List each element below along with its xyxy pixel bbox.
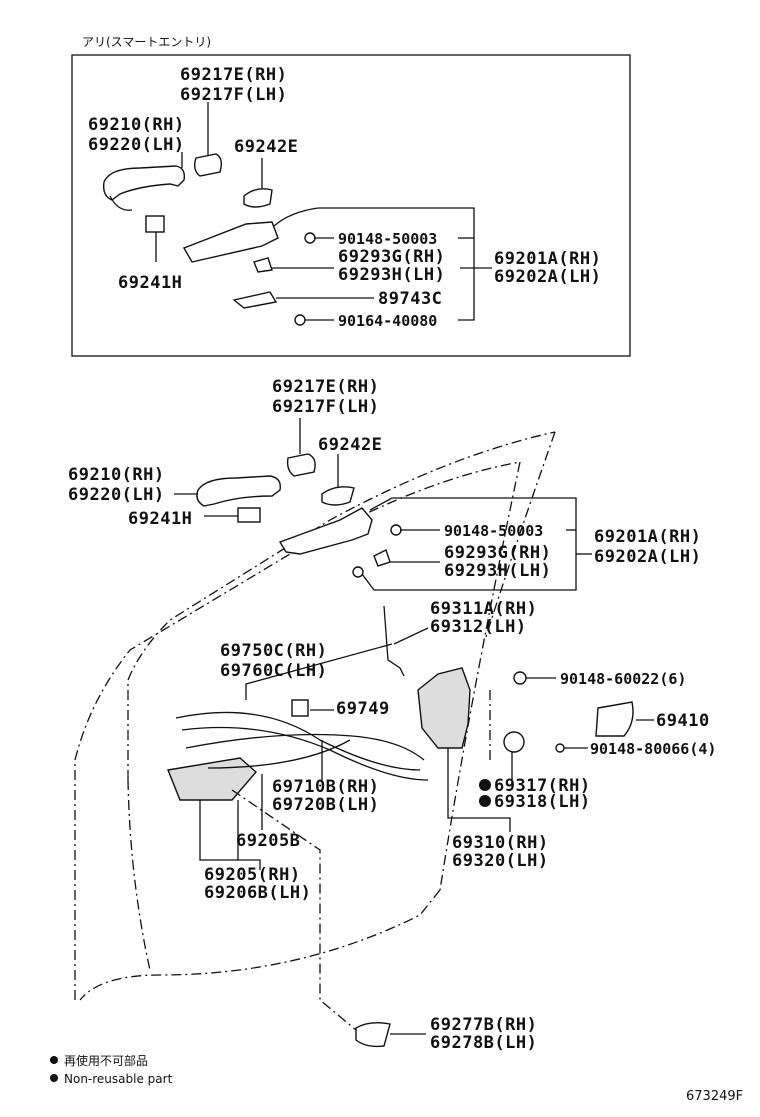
label-69217f: 69217F(LH) xyxy=(272,397,379,417)
label-69311a: 69311A(RH) xyxy=(430,599,537,619)
inset-screw-2-shape xyxy=(294,314,306,326)
inset-label-69293h: 69293H(LH) xyxy=(338,265,445,285)
door-outline-rear-outer xyxy=(484,431,556,641)
label-69720b: 69720B(LH) xyxy=(272,795,379,815)
label-69750c: 69750C(RH) xyxy=(220,641,327,661)
non-reusable-marker-69317 xyxy=(479,779,491,791)
door-outline-bottom xyxy=(79,889,441,1001)
inset-screw-1-shape xyxy=(304,232,316,244)
inset-label-89743c: 89743C xyxy=(378,289,442,309)
legend-jp: 再使用不可部品 xyxy=(64,1053,148,1068)
label-69293g: 69293G(RH) xyxy=(444,543,551,563)
frame-assembly-shape xyxy=(278,507,373,555)
door-outline-outer xyxy=(127,431,556,780)
cable-clamp-shape xyxy=(291,699,309,717)
legend-bullet-en xyxy=(50,1074,58,1082)
bezel-plug-shape xyxy=(355,1021,391,1048)
lock-rod-shape xyxy=(383,605,405,677)
label-69278b: 69278B(LH) xyxy=(430,1033,537,1053)
door-lock-shape xyxy=(417,667,471,749)
label-90148-50003: 90148-50003 xyxy=(444,522,543,540)
label-69220: 69220(LH) xyxy=(68,485,165,505)
label-69202a: 69202A(LH) xyxy=(594,547,701,567)
inset-label-69217e: 69217E(RH) xyxy=(180,65,287,85)
label-69277b: 69277B(RH) xyxy=(430,1015,537,1035)
diagram-id: 673249F xyxy=(686,1089,743,1104)
inset-outer-handle-shape xyxy=(102,165,186,201)
label-69210: 69210(RH) xyxy=(68,465,165,485)
cover-shape xyxy=(503,731,525,753)
inset-label-69217f: 69217F(LH) xyxy=(180,85,287,105)
inset-label-69293g: 69293G(RH) xyxy=(338,247,445,267)
clip-shape xyxy=(237,507,261,523)
inset-frame xyxy=(71,54,631,357)
inset-title: アリ(スマートエントリ) xyxy=(82,35,211,49)
screw-b-shape xyxy=(352,566,364,578)
handle-pad-shape xyxy=(321,486,355,506)
inset-label-69242e: 69242E xyxy=(234,137,298,157)
lock-screw-shape xyxy=(513,671,527,685)
inset-handle-cap-shape xyxy=(193,153,223,177)
label-69710b: 69710B(RH) xyxy=(272,777,379,797)
inset-label-69220: 69220(LH) xyxy=(88,135,185,155)
inset-handle-wire xyxy=(109,195,133,211)
door-outline-front-lower xyxy=(127,779,151,971)
label-69318: 69318(LH) xyxy=(494,792,591,812)
inset-label-90148-50003: 90148-50003 xyxy=(338,230,437,248)
label-69241h: 69241H xyxy=(128,509,192,529)
striker-screw-shape xyxy=(555,743,565,753)
label-69205b: 69205B xyxy=(236,831,300,851)
label-69206b: 69206B(LH) xyxy=(204,883,311,903)
inset-label-69241h: 69241H xyxy=(118,273,182,293)
inset-sensor-shape xyxy=(232,291,278,309)
cable-a xyxy=(175,711,421,771)
label-69310: 69310(RH) xyxy=(452,833,549,853)
label-69205: 69205(RH) xyxy=(204,865,301,885)
label-69760c: 69760C(LH) xyxy=(220,661,327,681)
inset-label-69201a: 69201A(RH) xyxy=(494,249,601,269)
inset-clip-shape xyxy=(145,215,165,233)
inset-handle-pad-shape xyxy=(243,188,273,208)
outer-handle-shape xyxy=(196,475,281,507)
inset-frame-assembly-shape xyxy=(182,221,279,263)
label-69201a: 69201A(RH) xyxy=(594,527,701,547)
packing-shape xyxy=(373,549,391,567)
label-69217e: 69217E(RH) xyxy=(272,377,379,397)
door-outline-rear-inner xyxy=(439,461,521,891)
screw-a-shape xyxy=(390,524,402,536)
non-reusable-marker-69318 xyxy=(479,795,491,807)
label-90148-80066: 90148-80066(4) xyxy=(590,740,716,758)
inset-packing-shape xyxy=(253,257,273,273)
label-69293h: 69293H(LH) xyxy=(444,561,551,581)
label-90148-60022: 90148-60022(6) xyxy=(560,670,686,688)
legend-en: Non-reusable part xyxy=(64,1072,173,1086)
handle-cap-shape xyxy=(286,453,316,477)
label-69242e: 69242E xyxy=(318,435,382,455)
label-69749: 69749 xyxy=(336,699,390,719)
cable-c xyxy=(185,733,425,761)
label-69312: 69312(LH) xyxy=(430,617,527,637)
inside-handle-shape xyxy=(167,757,257,801)
striker-shape xyxy=(595,701,634,737)
inset-label-90164-40080: 90164-40080 xyxy=(338,312,437,330)
label-69410: 69410 xyxy=(656,711,710,731)
label-69320: 69320(LH) xyxy=(452,851,549,871)
inset-label-69210: 69210(RH) xyxy=(88,115,185,135)
legend-bullet-jp xyxy=(50,1056,58,1064)
inset-label-69202a: 69202A(LH) xyxy=(494,267,601,287)
label-69317: 69317(RH) xyxy=(494,776,591,796)
